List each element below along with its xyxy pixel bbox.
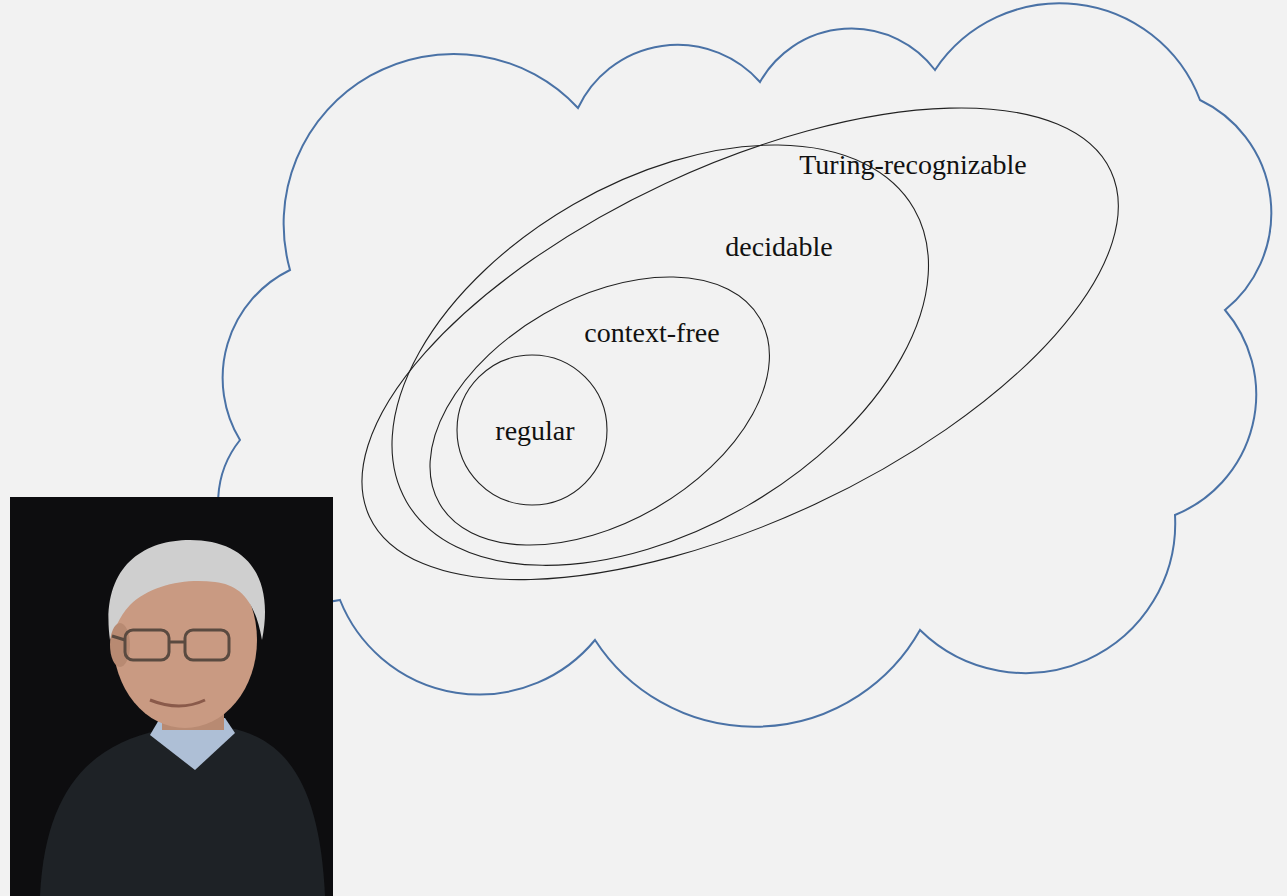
portrait-photo <box>10 497 333 896</box>
region-ellipse <box>457 355 607 505</box>
set-region: regular <box>457 355 607 505</box>
region-ellipse <box>295 11 1186 678</box>
thought-cloud <box>218 3 1271 726</box>
set-region: decidable context-free regular <box>392 145 928 565</box>
region-label-holder: Turing-recognizable <box>799 150 1027 181</box>
region-label: Turing-recognizable <box>799 149 1027 180</box>
set-region: context-free regular <box>430 277 769 545</box>
region-label-holder: context-free <box>584 318 719 349</box>
region-outline <box>392 145 928 565</box>
region-label-holder: decidable <box>725 232 832 263</box>
region-label: regular <box>495 415 574 446</box>
region-label: context-free <box>584 317 719 348</box>
region-ellipse <box>319 58 1000 652</box>
set-region: Turing-recognizable decidable context-free… <box>362 108 1118 580</box>
region-label-holder: regular <box>495 416 574 447</box>
region-label: decidable <box>725 231 832 262</box>
region-ellipse <box>384 221 816 600</box>
